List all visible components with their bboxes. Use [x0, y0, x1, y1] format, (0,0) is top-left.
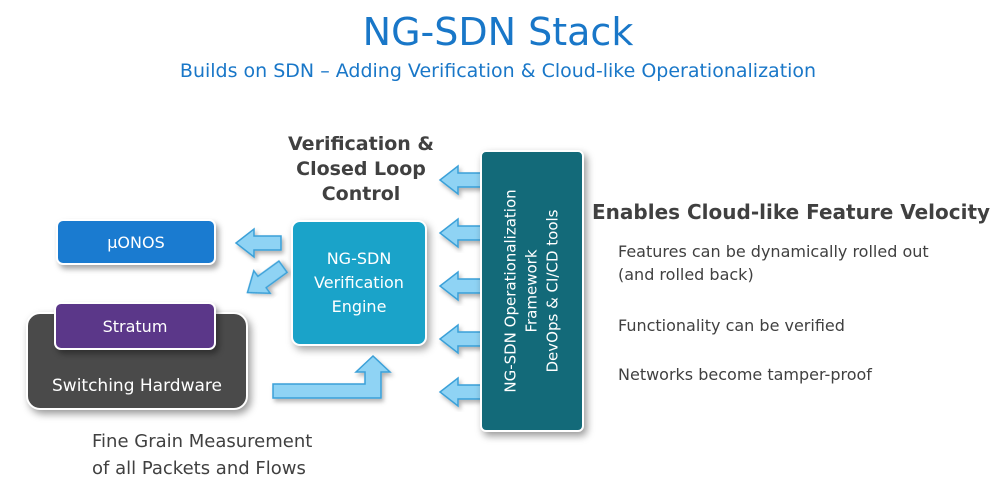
engine-line-3: Engine — [331, 297, 387, 316]
stratum-box: Stratum — [54, 302, 216, 350]
page-title: NG-SDN Stack — [362, 10, 634, 54]
framework-line-2: Framework — [522, 249, 541, 333]
velocity-heading: Enables Cloud-like Feature Velocity — [592, 200, 991, 224]
measurement-line-2: of all Packets and Flows — [92, 458, 306, 479]
verification-label: Verification & Closed Loop Control — [272, 132, 450, 207]
verification-engine-box: NG-SDN Verification Engine — [291, 220, 427, 346]
verification-label-line-1: Verification & — [288, 133, 434, 155]
engine-line-1: NG-SDN — [326, 249, 392, 268]
engine-to-stratum-arrow-icon — [246, 260, 289, 295]
measurement-caption: Fine Grain Measurement of all Packets an… — [92, 428, 312, 482]
measurement-line-1: Fine Grain Measurement — [92, 431, 313, 452]
verification-label-line-3: Control — [321, 183, 401, 205]
stratum-label: Stratum — [102, 316, 168, 336]
velocity-bullet-3: Networks become tamper-proof — [618, 363, 978, 386]
onos-label: µONOS — [107, 232, 165, 252]
velocity-bullet-2: Functionality can be verified — [618, 314, 978, 337]
measurement-to-engine-arrow-icon — [272, 354, 392, 399]
velocity-bullet-1-line-1: Features can be dynamically rolled out — [618, 242, 929, 261]
page-subtitle: Builds on SDN – Adding Verification & Cl… — [179, 60, 817, 82]
operationalization-framework-box: NG-SDN Operationalization Framework DevO… — [480, 150, 584, 432]
engine-line-2: Verification — [314, 273, 404, 292]
onos-box: µONOS — [56, 219, 216, 265]
switching-hardware-label: Switching Hardware — [52, 376, 222, 396]
velocity-bullet-1: Features can be dynamically rolled out (… — [618, 240, 978, 286]
velocity-bullet-2-line-1: Functionality can be verified — [618, 316, 845, 335]
engine-to-onos-arrow-icon — [234, 227, 282, 259]
velocity-bullet-1-line-2: (and rolled back) — [618, 265, 754, 284]
framework-line-1: NG-SDN Operationalization — [501, 189, 520, 393]
verification-label-line-2: Closed Loop — [296, 158, 426, 180]
framework-text: NG-SDN Operationalization Framework DevO… — [501, 156, 564, 426]
velocity-bullet-3-line-1: Networks become tamper-proof — [618, 365, 872, 384]
framework-line-3: DevOps & CI/CD tools — [543, 209, 562, 373]
